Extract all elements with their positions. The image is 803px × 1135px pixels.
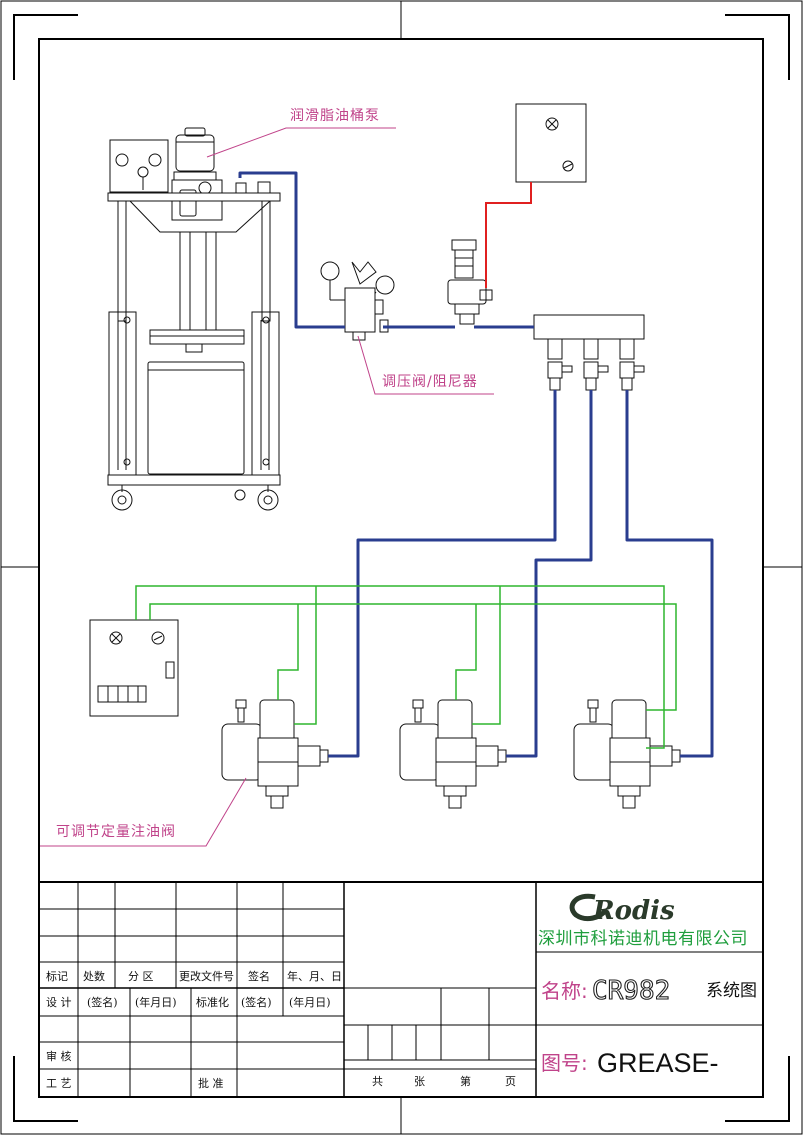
title-block bbox=[39, 881, 763, 1097]
tb-review: 审 核 bbox=[46, 1049, 72, 1063]
metering-valve-1 bbox=[221, 699, 329, 809]
tb-process: 工 艺 bbox=[46, 1077, 72, 1090]
pressure-switch bbox=[447, 239, 493, 325]
tb-approve: 批 准 bbox=[198, 1076, 224, 1090]
name-label: 名称: bbox=[541, 979, 588, 1003]
callout-leaders bbox=[40, 127, 494, 847]
callout-valves: 可调节定量注油阀 bbox=[56, 824, 176, 840]
tb-design-sign: (签名) bbox=[87, 995, 118, 1009]
tb-standard: 标准化 bbox=[196, 995, 229, 1009]
metering-valve-2 bbox=[399, 699, 507, 809]
name-value: CR982 bbox=[592, 976, 670, 1006]
callout-regulator: 调压阀/阻尼器 bbox=[382, 374, 478, 390]
drawing-number-label: 图号: bbox=[541, 1051, 588, 1075]
distribution-manifold bbox=[528, 314, 645, 391]
tb-signature: 签名 bbox=[248, 969, 270, 983]
tb-design-date: (年月日) bbox=[135, 995, 177, 1009]
metering-valve-3 bbox=[573, 699, 681, 809]
signal-wires bbox=[135, 585, 677, 749]
tb-sheet-page: 页 bbox=[505, 1075, 516, 1088]
company-logo: Rodis bbox=[569, 893, 675, 926]
grease-lines bbox=[238, 171, 714, 758]
tb-change-doc: 更改文件号 bbox=[179, 969, 234, 983]
tb-sheet-total: 共 bbox=[372, 1075, 383, 1088]
tb-date: 年、月、日 bbox=[287, 969, 342, 983]
pressure-regulator bbox=[320, 261, 395, 341]
drawing-number-value: GREASE- bbox=[597, 1048, 719, 1078]
grease-barrel-pump bbox=[107, 127, 281, 511]
tb-standard-date: (年月日) bbox=[289, 995, 331, 1009]
power-line bbox=[485, 182, 532, 288]
tb-design: 设 计 bbox=[46, 996, 72, 1009]
tb-sheet-no: 第 bbox=[460, 1074, 471, 1088]
name-suffix: 系统图 bbox=[706, 981, 757, 1001]
valve-controller bbox=[89, 619, 179, 717]
tb-sheet-unit: 张 bbox=[414, 1075, 425, 1088]
electrical-box bbox=[515, 103, 587, 183]
tb-zone: 分 区 bbox=[128, 970, 154, 983]
logo-text: Rodis bbox=[592, 896, 675, 926]
callout-pump: 润滑脂油桶泵 bbox=[290, 107, 380, 124]
company-name: 深圳市科诺迪机电有限公司 bbox=[538, 929, 748, 949]
tb-count: 处数 bbox=[83, 970, 105, 983]
tb-standard-sign: (签名) bbox=[241, 995, 272, 1009]
tb-mark: 标记 bbox=[46, 969, 68, 983]
